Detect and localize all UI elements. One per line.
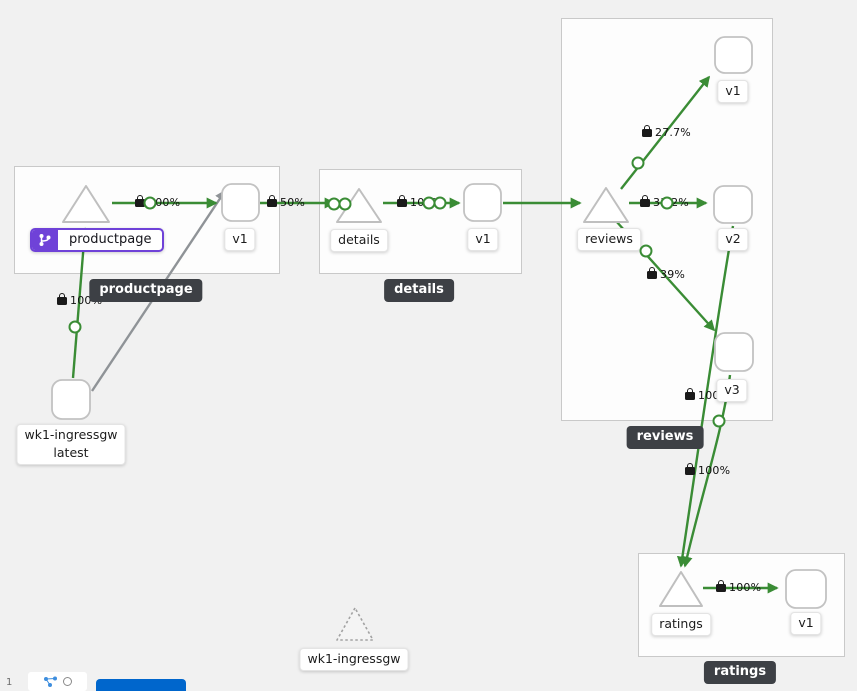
node-reviews-service[interactable] [583,187,629,223]
edge-reviewsv2-to-ratings[interactable] [676,225,735,568]
ingressgw-label-line1: wk1-ingressgw [24,427,118,442]
node-reviews-v3[interactable] [714,332,754,372]
ingressgw-workload-label[interactable]: wk1-ingressgw latest [16,424,126,466]
productpage-v1-label[interactable]: v1 [224,228,256,252]
edge-label-ratings-v1: 100% [716,579,761,594]
tooltip-productpage: productpage [89,279,203,302]
graph-toolbar-button[interactable] [28,672,87,691]
productpage-service-label-text: productpage [69,232,152,247]
tooltip-details: details [384,279,454,302]
graph-network-icon [44,676,57,687]
edge-label-reviewsv3-ratings: 100% [685,462,730,477]
productpage-service-label[interactable]: productpage [30,228,165,252]
edge-ingress-to-productpage[interactable] [71,227,90,379]
ingressgw-label-line2: latest [53,445,89,461]
edge-label-reviews-v1: 27.7% [642,124,691,139]
node-productpage-service[interactable] [62,185,110,223]
edge-node-dot [639,244,653,258]
mtls-lock-icon [647,266,657,279]
edge-node-dot [338,197,352,211]
mtls-lock-icon [685,462,695,475]
node-ratings-service[interactable] [659,571,703,607]
edge-label-productpagev1-details: 50% [267,194,305,209]
tooltip-ratings: ratings [703,661,777,684]
tooltip-reviews: reviews [626,426,704,449]
edge-node-dot [143,196,157,210]
edge-node-dot [433,196,447,210]
details-service-label[interactable]: details [330,229,388,253]
mtls-lock-icon [640,194,650,207]
edge-node-dot [712,414,726,428]
ratings-service-label[interactable]: ratings [651,613,711,637]
legend-button[interactable] [96,679,186,691]
reviews-v1-label[interactable]: v1 [717,80,749,104]
node-productpage-v1[interactable] [221,183,260,222]
mtls-lock-icon [685,387,695,400]
mtls-lock-icon [57,292,67,305]
details-v1-label[interactable]: v1 [467,228,499,252]
mtls-lock-icon [642,124,652,137]
toolbar-ring-icon [63,677,72,686]
node-details-v1[interactable] [463,183,502,222]
node-ratings-v1[interactable] [785,569,827,609]
virtual-service-branch-icon [32,230,58,250]
node-ingressgw-workload[interactable] [51,379,91,420]
idle-ingressgw-label[interactable]: wk1-ingressgw [299,648,409,672]
edge-node-dot [660,196,674,210]
mtls-lock-icon [397,194,407,207]
reviews-service-label[interactable]: reviews [577,228,641,252]
mtls-lock-icon [135,194,145,207]
edge-reviews-to-v1[interactable] [620,75,711,190]
node-idle-ingressgw-service[interactable] [336,607,374,641]
ratings-v1-label[interactable]: v1 [790,612,822,636]
mtls-lock-icon [716,579,726,592]
node-reviews-v2[interactable] [713,185,753,224]
edge-node-dot [631,156,645,170]
edge-label-reviews-v3: 39% [647,266,685,281]
edge-node-dot [68,320,82,334]
reviews-v2-label[interactable]: v2 [717,228,749,252]
node-reviews-v1[interactable] [714,36,753,74]
reviews-v3-label[interactable]: v3 [716,379,748,403]
toolbar-fragment-text: 1 [6,677,13,688]
mtls-lock-icon [267,194,277,207]
edge-label-productpage-v1: 100% [135,194,180,209]
